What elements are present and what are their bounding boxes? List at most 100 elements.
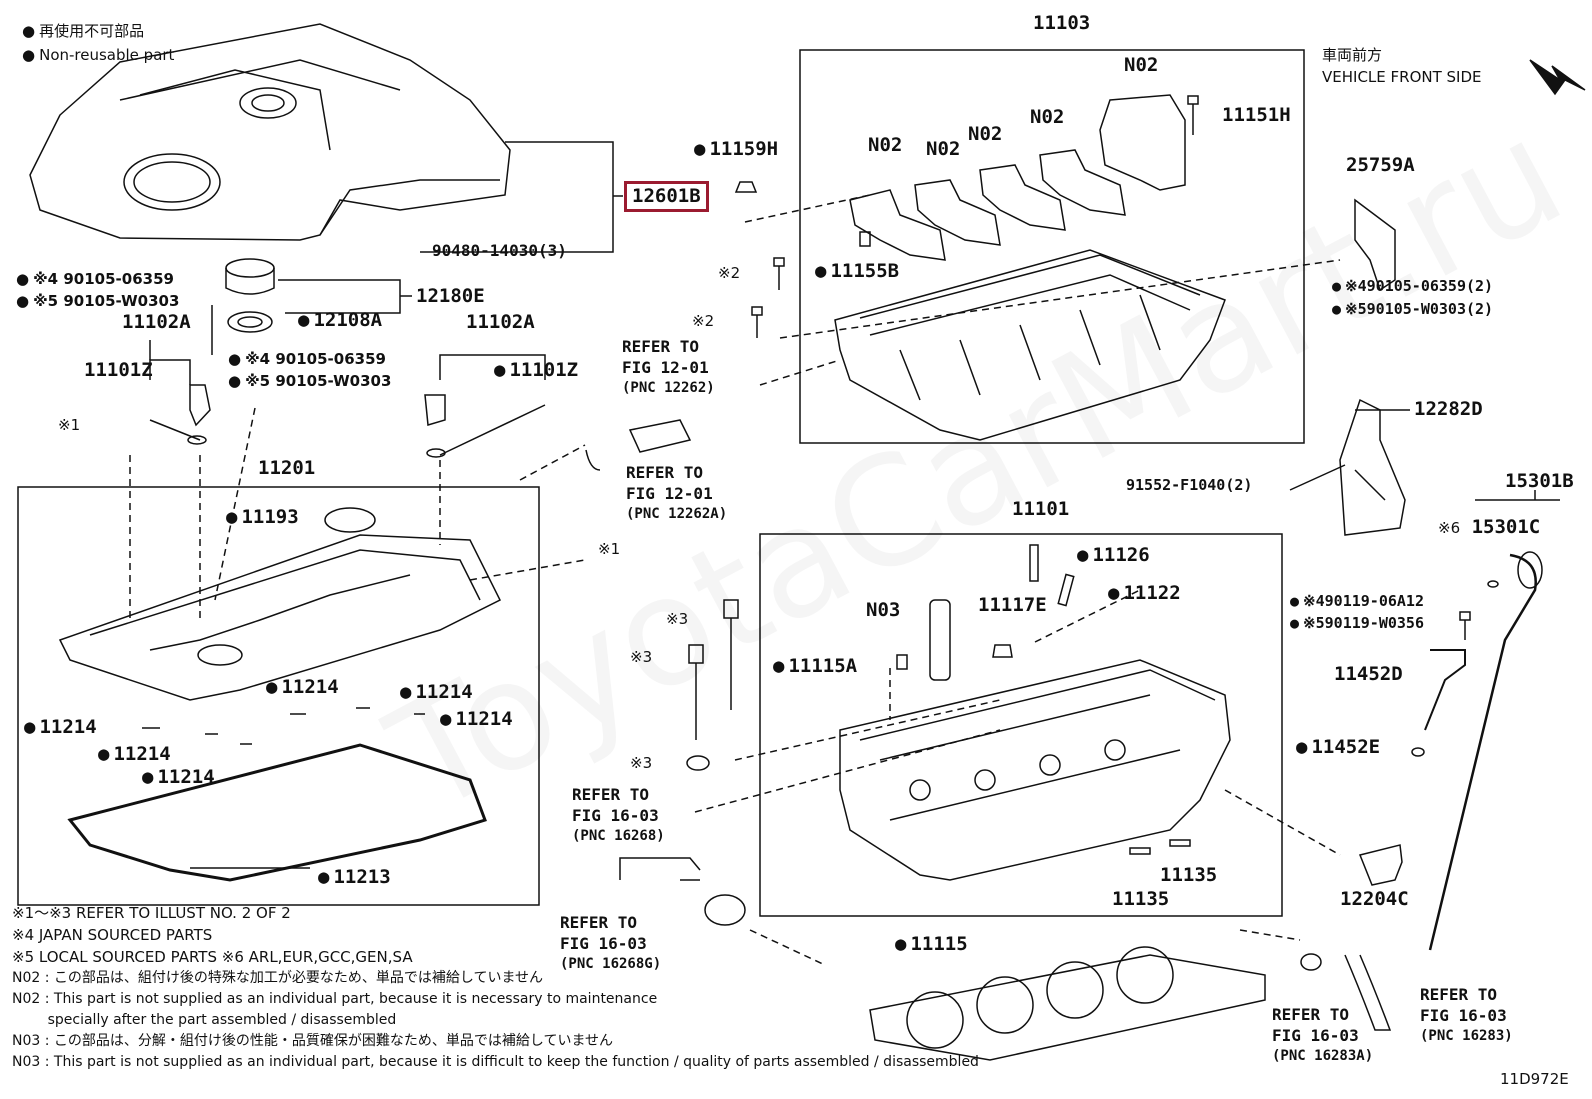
- mark-1-a: ※1: [58, 416, 81, 434]
- label-90105-w0303-left[interactable]: ※5 90105-W0303: [16, 292, 179, 310]
- front-side-jp: 車両前方: [1322, 46, 1383, 64]
- label-11214-b[interactable]: 11214: [400, 683, 472, 702]
- label-25759a[interactable]: 25759A: [1346, 154, 1415, 176]
- mark-3-b: ※3: [630, 648, 653, 666]
- water-bypass-pipe-illustration: [619, 857, 701, 881]
- note-line: N02 : This part is not supplied as an in…: [12, 991, 658, 1007]
- dowels-illustration: [896, 544, 1191, 855]
- note-line: ※4 JAPAN SOURCED PARTS: [12, 926, 213, 944]
- label-90480[interactable]: 90480-14030(3): [432, 241, 567, 260]
- engine-cover-illustration: [29, 23, 511, 241]
- mark-3-c: ※3: [630, 754, 653, 772]
- cylinder-head-box: [759, 533, 1283, 917]
- front-arrow-icon: [1529, 59, 1586, 96]
- label-90119-06a12[interactable]: ※490119-06A12: [1290, 592, 1424, 610]
- mark-2-b: ※2: [692, 312, 715, 330]
- label-12282d[interactable]: 12282D: [1414, 398, 1483, 420]
- label-90105-06359-left[interactable]: ※4 90105-06359: [16, 270, 174, 288]
- label-12180e[interactable]: 12180E: [416, 285, 485, 307]
- front-side-en: VEHICLE FRONT SIDE: [1322, 68, 1482, 86]
- dipstick-guide-illustration: [1411, 611, 1471, 757]
- diagram-id: 11D972E: [1500, 1070, 1569, 1088]
- label-15301c[interactable]: ※6 15301C: [1438, 516, 1541, 538]
- label-n03[interactable]: N03: [866, 599, 901, 621]
- head-cover-gasket-illustration: [67, 743, 487, 882]
- label-11214-c[interactable]: 11214: [440, 710, 512, 729]
- label-11101z-left[interactable]: 11101Z: [84, 359, 153, 381]
- label-11126[interactable]: 11126: [1077, 546, 1149, 565]
- label-11214-d[interactable]: 11214: [24, 718, 96, 737]
- head-gasket-illustration: [869, 946, 1266, 1061]
- camshaft-housing-box: [799, 49, 1305, 444]
- label-11102a-right[interactable]: 11102A: [466, 311, 535, 333]
- label-11159h[interactable]: 11159H: [694, 140, 778, 159]
- note-line: ※5 LOCAL SOURCED PARTS ※6 ARL,EUR,GCC,GE…: [12, 948, 413, 966]
- label-11214-e[interactable]: 11214: [98, 745, 170, 764]
- label-11452e[interactable]: 11452E: [1296, 738, 1380, 757]
- label-11151h[interactable]: 11151H: [1222, 104, 1291, 126]
- label-11155b[interactable]: 11155B: [815, 262, 899, 281]
- label-11101[interactable]: 11101: [1012, 498, 1070, 520]
- label-11117e[interactable]: 11117E: [978, 594, 1047, 616]
- note-line: N03 : This part is not supplied as an in…: [12, 1054, 979, 1070]
- bracket-25759a-illustration: [1354, 198, 1396, 292]
- label-12108a[interactable]: 12108A: [298, 311, 382, 330]
- label-11102a-left[interactable]: 11102A: [122, 311, 191, 333]
- oil-dipstick-illustration: [1428, 490, 1560, 951]
- bracket-12282d-illustration: [1339, 398, 1406, 536]
- label-n02-b[interactable]: N02: [868, 134, 903, 156]
- label-11115[interactable]: 11115: [895, 935, 967, 954]
- label-11115a[interactable]: 11115A: [773, 657, 857, 676]
- label-n02-a[interactable]: N02: [1124, 54, 1159, 76]
- label-90105-06359-2[interactable]: ※490105-06359(2): [1332, 277, 1493, 295]
- note-line: N02 : この部品は、組付け後の特殊な加工が必要なため、単品では補給していませ…: [12, 970, 544, 986]
- label-11103[interactable]: 11103: [1033, 12, 1091, 34]
- camshaft-housing-illustration: [834, 94, 1226, 441]
- label-11214-a[interactable]: 11214: [266, 678, 338, 697]
- label-91552[interactable]: 91552-F1040(2): [1126, 476, 1253, 494]
- label-11135-a[interactable]: 11135: [1160, 864, 1218, 886]
- footnotes: ※1～※3 REFER TO ILLUST NO. 2 OF 2 ※4 JAPA…: [12, 902, 979, 1073]
- label-90105-w0303-mid[interactable]: ※5 90105-W0303: [228, 372, 391, 390]
- label-90105-w0303-2[interactable]: ※590105-W0303(2): [1332, 300, 1493, 318]
- label-90105-06359-mid[interactable]: ※4 90105-06359: [228, 350, 386, 368]
- label-11214-f[interactable]: 11214: [142, 768, 214, 787]
- label-n02-c[interactable]: N02: [926, 138, 961, 160]
- label-n02-e[interactable]: N02: [1030, 106, 1065, 128]
- oil-pressure-switch-illustration: [1358, 844, 1403, 886]
- small-gaskets-illustration: [142, 707, 425, 745]
- label-11122[interactable]: 11122: [1108, 584, 1180, 603]
- label-n02-d[interactable]: N02: [968, 123, 1003, 145]
- mark-2-a: ※2: [718, 264, 741, 282]
- label-90119-w0356[interactable]: ※590119-W0356: [1290, 614, 1424, 632]
- mark-1-b: ※1: [598, 540, 621, 558]
- label-11452d[interactable]: 11452D: [1334, 663, 1403, 685]
- cylinder-head-illustration: [839, 659, 1231, 881]
- mark-3-a: ※3: [666, 610, 689, 628]
- hose-right-illustration: [1300, 953, 1392, 1031]
- cam-position-sensor-left: [149, 359, 211, 445]
- label-11101z-right[interactable]: 11101Z: [494, 361, 578, 380]
- bolts-group: [734, 95, 1199, 338]
- label-11193[interactable]: 11193: [226, 508, 298, 527]
- label-12204c[interactable]: 12204C: [1340, 888, 1409, 910]
- label-11213[interactable]: 11213: [318, 868, 390, 887]
- head-cover-box: [17, 486, 540, 906]
- label-12601b[interactable]: 12601B: [624, 181, 709, 212]
- label-11135-b[interactable]: 11135: [1112, 888, 1170, 910]
- legend-en: Non-reusable part: [22, 46, 174, 65]
- label-11201[interactable]: 11201: [258, 457, 316, 479]
- head-bolts-illustration: [686, 599, 739, 771]
- note-line: ※1～※3 REFER TO ILLUST NO. 2 OF 2: [12, 904, 291, 922]
- note-line: N03 : この部品は、分解・組付け後の性能・品質確保が困難なため、単品では補給…: [12, 1033, 614, 1049]
- label-15301b[interactable]: 15301B: [1505, 470, 1574, 492]
- legend-jp: 再使用不可部品: [22, 22, 144, 41]
